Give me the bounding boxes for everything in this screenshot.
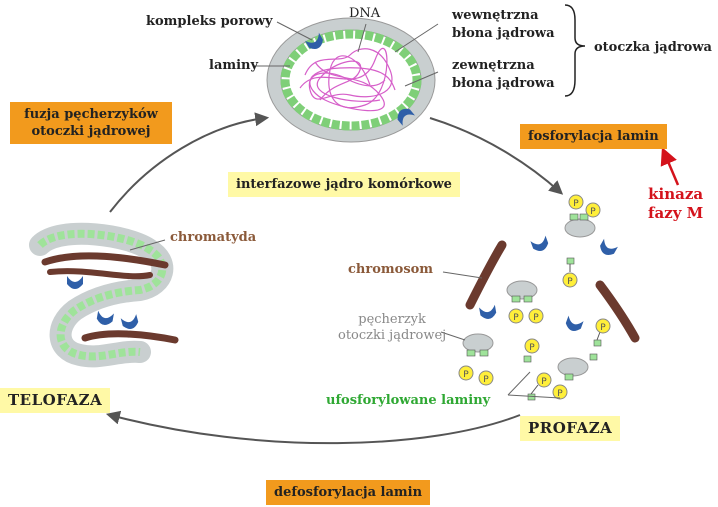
arrow-to-interfaza [109, 112, 270, 213]
box-fosforylacja: fosforylacja lamin [520, 124, 667, 149]
pecherzyk-line-1: pęcherzyk [358, 312, 426, 327]
label-kinaza: kinaza fazy M [648, 185, 703, 223]
dna-tangle [299, 47, 396, 112]
label-otoczka-jadrowa: otoczka jądrowa [594, 40, 712, 55]
otoczka-brace [564, 4, 586, 97]
kinaza-line-2: fazy M [648, 204, 704, 222]
arrow-to-profaza [429, 117, 564, 195]
kinase-arrow [660, 147, 680, 186]
pecherzyk-line-2: otoczki jądrowej [338, 328, 447, 343]
fuzja-line-1: fuzja pęcherzyków [24, 107, 158, 122]
label-wewnetrzna-1: wewnętrzna [452, 8, 539, 23]
box-profaza: PROFAZA [520, 416, 621, 441]
leader-lines [129, 21, 561, 399]
label-chromosom: chromosom [348, 262, 434, 277]
prophase-cluster [458, 194, 640, 401]
arrow-to-telofaza [105, 410, 521, 445]
box-fuzja: fuzja pęcherzyków otoczki jądrowej [10, 102, 172, 144]
label-kompleks-porowy: kompleks porowy [146, 14, 273, 29]
vesicle [564, 194, 601, 238]
label-zewnetrzna-1: zewnętrzna [452, 58, 535, 73]
label-laminy: laminy [209, 58, 259, 73]
box-defosforylacja: defosforylacja lamin [266, 480, 431, 505]
box-telofaza: TELOFAZA [0, 388, 111, 413]
telophase-cluster [29, 222, 179, 368]
label-zewnetrzna-2: błona jądrowa [452, 76, 555, 91]
label-chromatyda: chromatyda [170, 230, 257, 245]
kinaza-line-1: kinaza [648, 185, 704, 203]
cycle-arrows [105, 112, 564, 445]
interphase-nucleus [266, 17, 436, 143]
fuzja-line-2: otoczki jądrowej [31, 124, 151, 139]
label-pecherzyk: pęcherzyk otoczki jądrowej [338, 312, 446, 344]
box-interfazowe: interfazowe jądro komórkowe [228, 172, 460, 197]
label-wewnetrzna-2: błona jądrowa [452, 26, 555, 41]
label-dna: DNA [349, 6, 381, 21]
label-ufosforylowane: ufosforylowane laminy [326, 393, 491, 408]
